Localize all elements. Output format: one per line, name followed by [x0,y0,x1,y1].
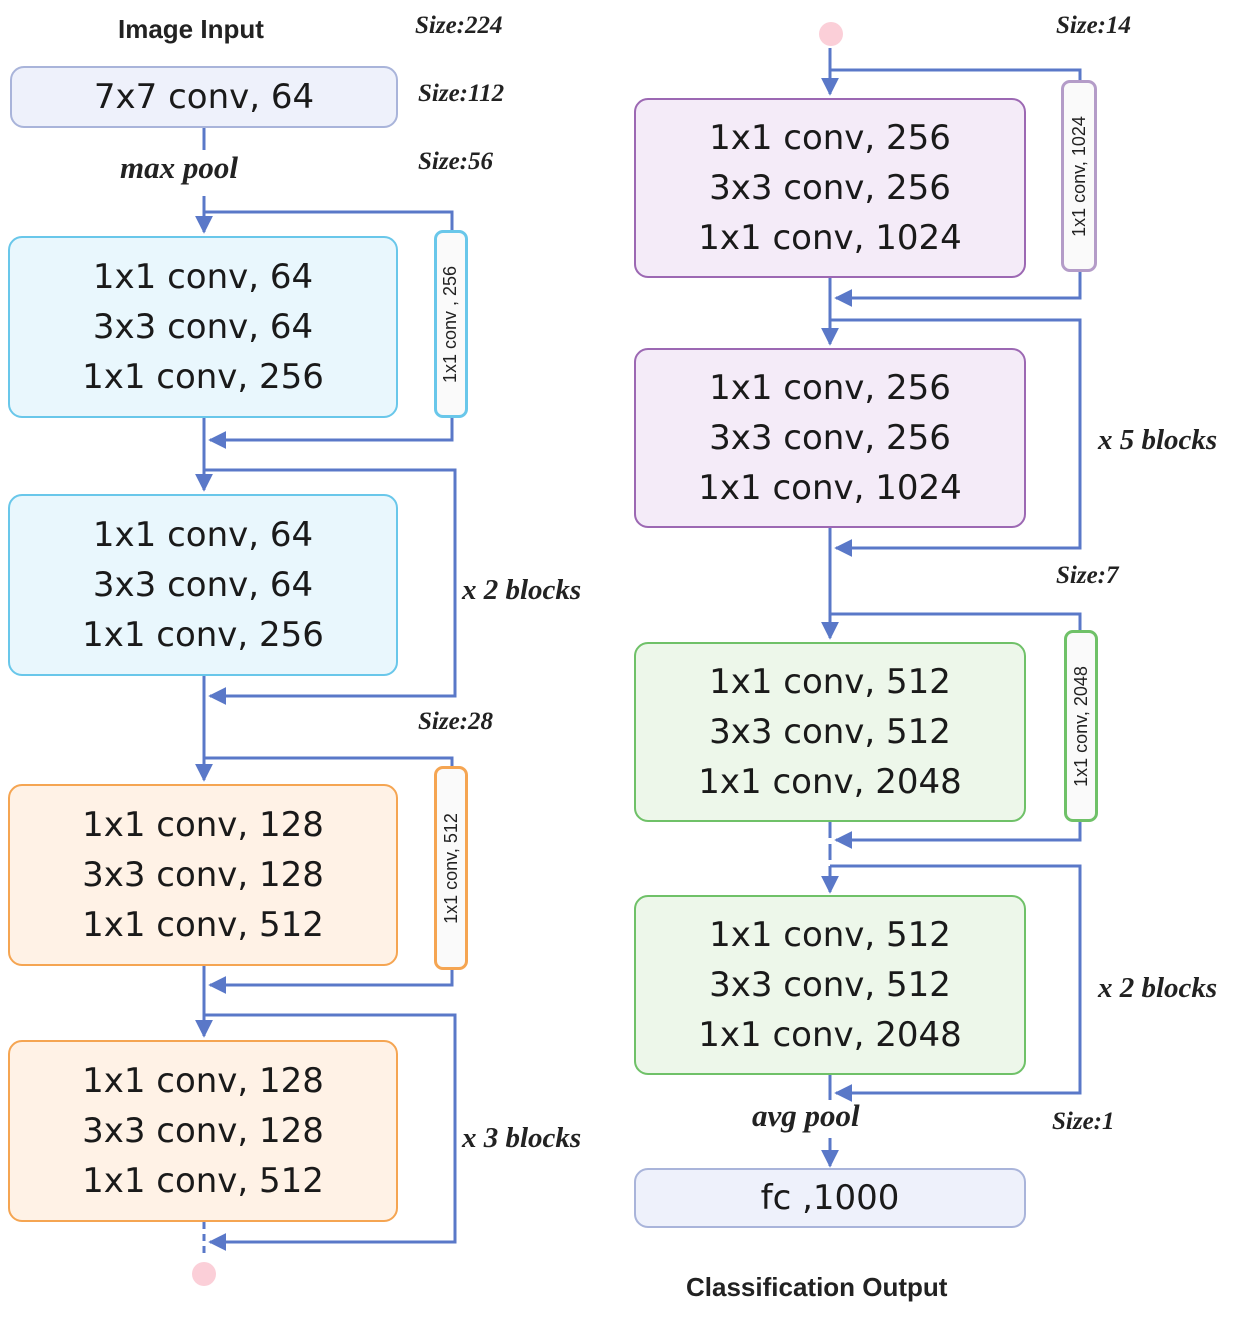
shortcut-projection-label: 1x1 conv , 256 [440,265,461,383]
avg-pool-label: avg pool [752,1098,860,1133]
input-title: Image Input [118,14,264,44]
shortcut-projection-512: 1x1 conv, 512 [434,766,468,970]
size-label-14: Size:14 [1056,12,1131,39]
layer-label: 1x1 conv, 1024 [698,468,962,508]
max-pool-label: max pool [120,150,238,185]
layer-label: 1x1 conv, 1024 [698,218,962,258]
layer-label: 3x3 conv, 512 [709,712,951,752]
layer-label: 1x1 conv, 256 [82,357,324,397]
conv1-block: 7x7 conv, 64 [10,66,398,128]
shortcut-projection-2048: 1x1 conv, 2048 [1064,630,1098,822]
layer-label: 3x3 conv, 256 [709,418,951,458]
shortcut-projection-256: 1x1 conv , 256 [434,230,468,418]
fc-block: fc ,1000 [634,1168,1026,1228]
stage4-repeat-label: x 2 blocks [1098,972,1218,1004]
layer-label: 1x1 conv, 512 [709,662,951,702]
stage4-block-1: 1x1 conv, 512 3x3 conv, 512 1x1 conv, 20… [634,642,1026,822]
layer-label: 1x1 conv, 64 [92,515,314,555]
layer-label: 3x3 conv, 256 [709,168,951,208]
stage2-block-1: 1x1 conv, 128 3x3 conv, 128 1x1 conv, 51… [8,784,398,966]
size-label-112: Size:112 [418,80,505,107]
conv1-block-label: 7x7 conv, 64 [93,77,315,117]
layer-label: 1x1 conv, 128 [82,1061,324,1101]
shortcut-projection-label: 1x1 conv, 2048 [1070,665,1091,787]
layer-label: 1x1 conv, 256 [709,118,951,158]
stage3-repeat-label: x 5 blocks [1098,424,1218,456]
layer-label: 3x3 conv, 128 [82,1111,324,1151]
layer-label: 3x3 conv, 64 [92,565,314,605]
shortcut-projection-1024: 1x1 conv, 1024 [1061,80,1097,272]
layer-label: 1x1 conv, 512 [709,915,951,955]
layer-label: 1x1 conv, 64 [92,257,314,297]
size-label-1: Size:1 [1052,1108,1115,1135]
layer-label: 1x1 conv, 2048 [698,762,962,802]
continuation-node [192,1262,216,1286]
stage2-block-2: 1x1 conv, 128 3x3 conv, 128 1x1 conv, 51… [8,1040,398,1222]
stage1-repeat-label: x 2 blocks [462,574,582,606]
layer-label: 1x1 conv, 2048 [698,1015,962,1055]
layer-label: 3x3 conv, 512 [709,965,951,1005]
output-title: Classification Output [686,1272,948,1302]
layer-label: 1x1 conv, 512 [82,905,324,945]
stage3-block-2: 1x1 conv, 256 3x3 conv, 256 1x1 conv, 10… [634,348,1026,528]
size-label-56: Size:56 [418,148,493,175]
stage1-block-1: 1x1 conv, 64 3x3 conv, 64 1x1 conv, 256 [8,236,398,418]
layer-label: 1x1 conv, 512 [82,1161,324,1201]
layer-label: 1x1 conv, 256 [82,615,324,655]
layer-label: 1x1 conv, 256 [709,368,951,408]
shortcut-projection-label: 1x1 conv, 512 [440,812,461,924]
shortcut-projection-label: 1x1 conv, 1024 [1068,115,1089,237]
start-node [819,22,843,46]
size-label-28: Size:28 [418,708,493,735]
stage3-block-1: 1x1 conv, 256 3x3 conv, 256 1x1 conv, 10… [634,98,1026,278]
layer-label: 1x1 conv, 128 [82,805,324,845]
fc-block-label: fc ,1000 [760,1178,900,1218]
size-label-224: Size:224 [415,12,503,39]
stage2-repeat-label: x 3 blocks [462,1122,582,1154]
stage4-block-2: 1x1 conv, 512 3x3 conv, 512 1x1 conv, 20… [634,895,1026,1075]
layer-label: 3x3 conv, 128 [82,855,324,895]
stage1-block-2: 1x1 conv, 64 3x3 conv, 64 1x1 conv, 256 [8,494,398,676]
size-label-7: Size:7 [1056,562,1119,589]
layer-label: 3x3 conv, 64 [92,307,314,347]
